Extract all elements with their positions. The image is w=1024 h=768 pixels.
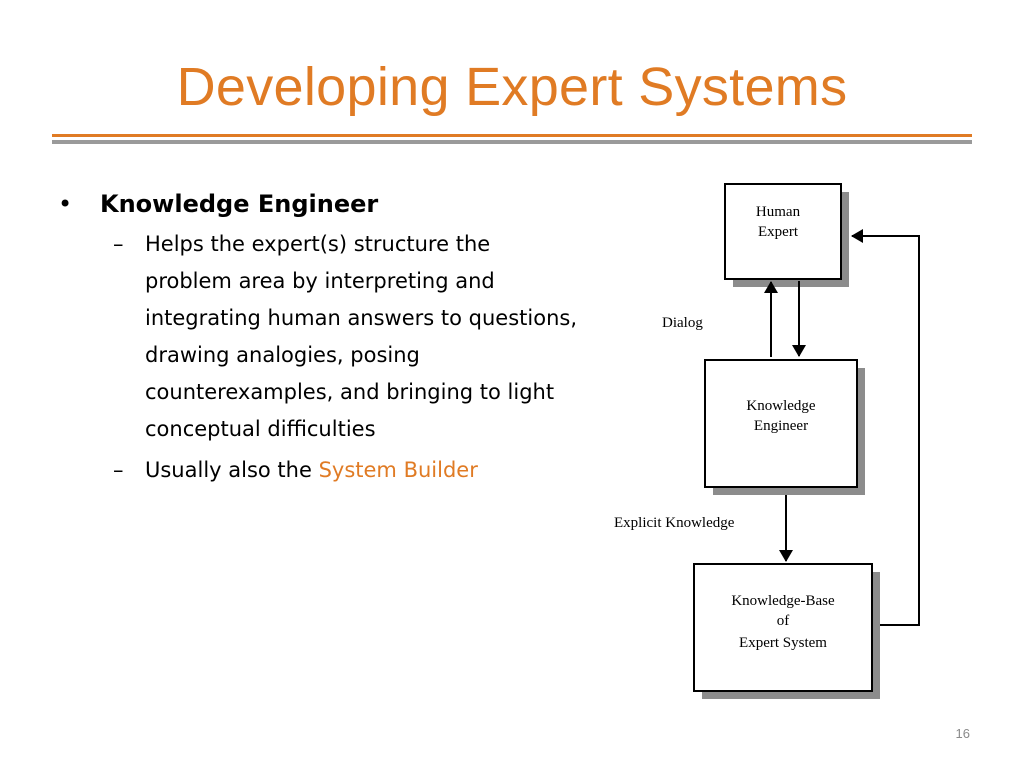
bullet-item: • Knowledge Engineer (58, 186, 578, 222)
human-expert-label-line2: Expert (758, 224, 799, 240)
explicit-knowledge-label: Explicit Knowledge (614, 515, 735, 531)
sub-bullet-text: Usually also the System Builder (145, 452, 578, 489)
knowledge-base-box: Knowledge-Base of Expert System (693, 563, 880, 699)
sub-bullet-item: – Helps the expert(s) structure the prob… (113, 226, 578, 448)
slide-title: Developing Expert Systems (176, 57, 848, 117)
knowledge-base-label-line3: Expert System (739, 635, 827, 651)
knowledge-base-label-line2: of (777, 613, 790, 629)
sub-bullet-item: – Usually also the System Builder (113, 452, 578, 489)
dash-icon: – (113, 458, 124, 482)
bullet-dot-icon: • (58, 190, 73, 218)
system-builder-highlight: System Builder (318, 458, 478, 482)
page-number: 16 (955, 726, 970, 741)
title-underline-gray (52, 140, 972, 144)
bullet-heading: Knowledge Engineer (100, 190, 379, 218)
knowledge-engineer-box: Knowledge Engineer (704, 359, 865, 495)
title-underline-orange (52, 134, 972, 137)
sub-bullet-text: Helps the expert(s) structure the proble… (145, 232, 578, 441)
knowledge-engineer-label-line1: Knowledge (746, 398, 815, 414)
human-expert-label-line1: Human (756, 204, 801, 220)
human-expert-box: Human Expert (724, 183, 849, 287)
dash-icon: – (113, 232, 124, 256)
dialog-label: Dialog (662, 315, 703, 331)
feedback-arrow (851, 229, 920, 626)
sub-bullet-prefix: Usually also the (145, 458, 319, 482)
knowledge-base-label-line1: Knowledge-Base (731, 593, 835, 609)
bullet-list: • Knowledge Engineer – Helps the expert(… (58, 186, 578, 489)
knowledge-engineer-label-line2: Engineer (754, 418, 808, 434)
